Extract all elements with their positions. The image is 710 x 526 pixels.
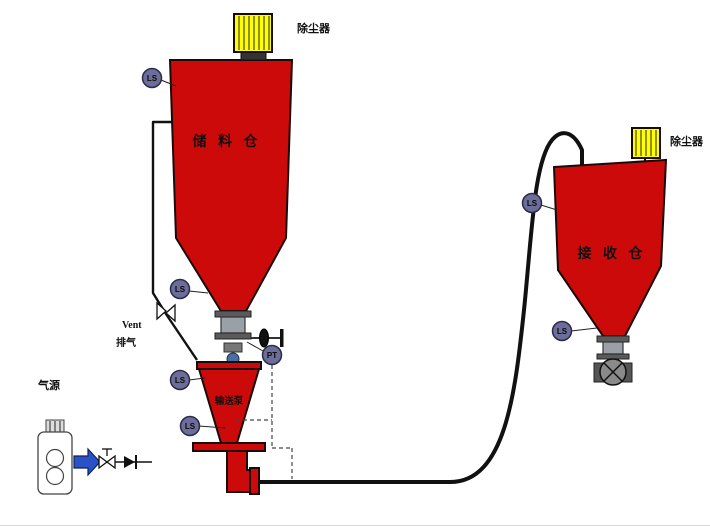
instrument-ls-2: LS [169, 278, 209, 300]
flow-arrow [73, 447, 101, 477]
pump-label: 输送泵 [215, 395, 244, 407]
instrument-ls-5: LS [521, 192, 558, 214]
receiving-silo-label: 接 收 仓 [578, 245, 647, 262]
rotary-valve [593, 358, 633, 386]
svg-text:LS: LS [147, 74, 158, 83]
svg-text:LS: LS [175, 376, 186, 385]
butterfly-valve [251, 328, 284, 348]
dust-collector-right-label: 除尘器 [670, 134, 704, 148]
air-valve [98, 448, 116, 470]
instrument-ls-1: LS [141, 67, 177, 89]
svg-text:LS: LS [527, 199, 538, 208]
instrument-ls-6: LS [551, 320, 598, 342]
receiving-silo: 接 收 仓 [552, 158, 668, 386]
dust-collector-left: 除尘器 [233, 13, 331, 61]
conveying-pipe [257, 131, 584, 484]
vent-pipe [151, 120, 198, 361]
instrument-pt: PT [246, 341, 283, 366]
dust-collector-left-label: 除尘器 [297, 21, 331, 35]
check-valve [124, 455, 137, 469]
svg-text:LS: LS [185, 422, 196, 431]
storage-silo-label: 储 料 仓 [192, 133, 262, 150]
svg-text:LS: LS [175, 285, 186, 294]
dust-collector-right: 除尘器 [631, 127, 704, 161]
signal-lines [236, 365, 293, 479]
air-source-label: 气源 [37, 378, 60, 392]
svg-text:PT: PT [267, 351, 277, 360]
silo-outlet-pipe [214, 310, 252, 366]
vent-valve [156, 301, 176, 323]
instrument-ls-4: LS [179, 415, 226, 437]
conveying-pump: 输送泵 [192, 361, 266, 495]
storage-silo: 储 料 仓 [168, 59, 294, 312]
svg-text:LS: LS [557, 327, 568, 336]
vent-label-en: Vent [122, 320, 142, 331]
vent-label-cn: 排气 [116, 336, 136, 349]
instrument-ls-3: LS [169, 369, 206, 391]
air-source: 气源 [37, 378, 73, 495]
